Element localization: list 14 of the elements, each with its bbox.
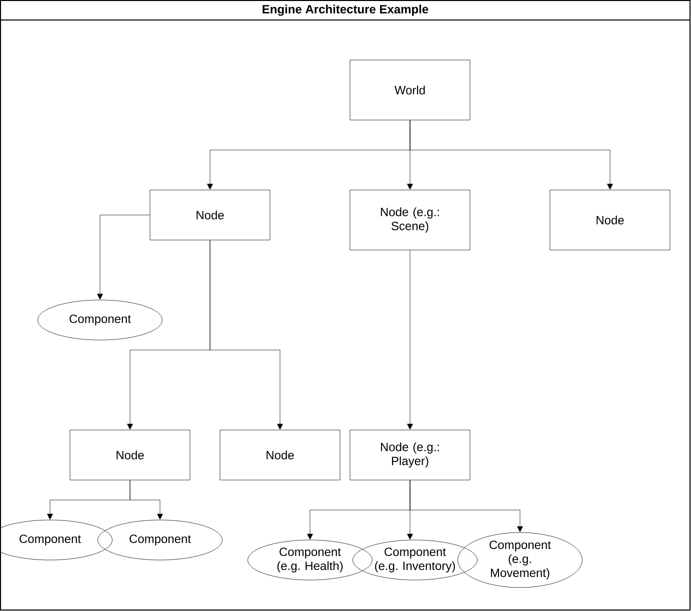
node-box: Node bbox=[150, 190, 270, 240]
arrow bbox=[410, 480, 523, 532]
arrow bbox=[97, 214, 150, 300]
node-box: World bbox=[350, 60, 470, 120]
arrow bbox=[210, 240, 283, 430]
title-bar: Engine Architecture Example bbox=[0, 0, 690, 20]
arrow bbox=[410, 120, 613, 190]
arrow bbox=[407, 250, 413, 430]
node-box: Node bbox=[220, 430, 340, 480]
node-box: Node bbox=[550, 190, 670, 250]
node-box: Node (e.g.: Scene) bbox=[350, 190, 470, 250]
node-box: Node bbox=[70, 430, 190, 480]
arrow bbox=[130, 480, 163, 520]
node-box: Node (e.g.: Player) bbox=[350, 430, 470, 480]
